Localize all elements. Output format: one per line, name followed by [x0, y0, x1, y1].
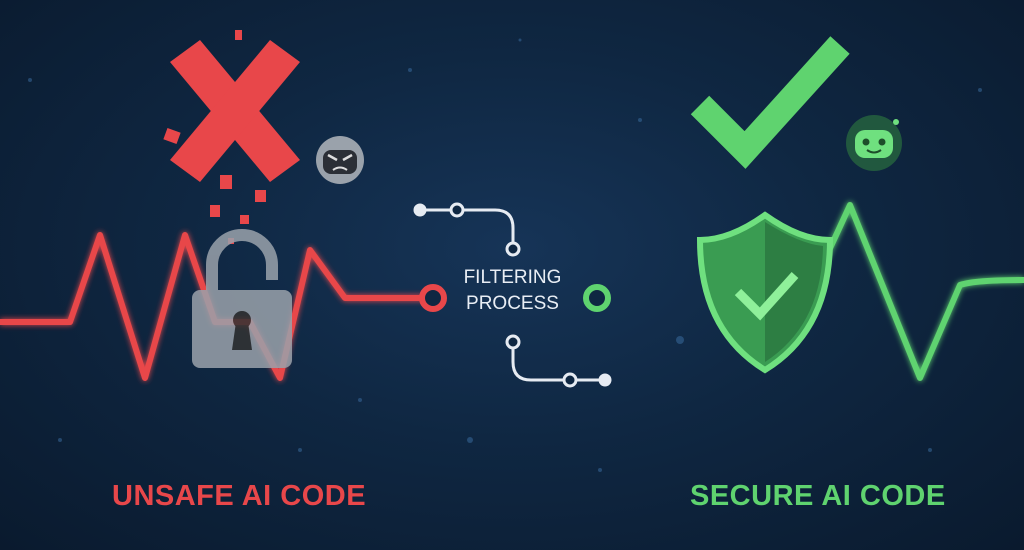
unsafe-ai-code-label: UNSAFE AI CODE — [112, 480, 367, 512]
shield-check-icon — [696, 211, 834, 374]
background-particles — [28, 38, 982, 472]
secure-heartbeat-line — [817, 202, 1024, 381]
broken-lock-icon — [192, 229, 292, 368]
circuit-nodes — [413, 202, 612, 388]
x-mark-icon — [163, 30, 300, 244]
filtering-process-label: FILTERING PROCESS — [455, 265, 570, 317]
circuit-traces — [420, 208, 605, 382]
secure-ai-code-label: SECURE AI CODE — [690, 480, 946, 512]
filtering-line2: PROCESS — [466, 293, 559, 314]
angry-robot-icon — [316, 136, 364, 184]
secure-node-icon — [583, 284, 611, 312]
unsafe-node-icon — [419, 284, 447, 312]
happy-robot-icon — [846, 115, 902, 171]
filtering-line1: FILTERING — [463, 267, 562, 288]
check-mark-icon — [690, 36, 850, 169]
